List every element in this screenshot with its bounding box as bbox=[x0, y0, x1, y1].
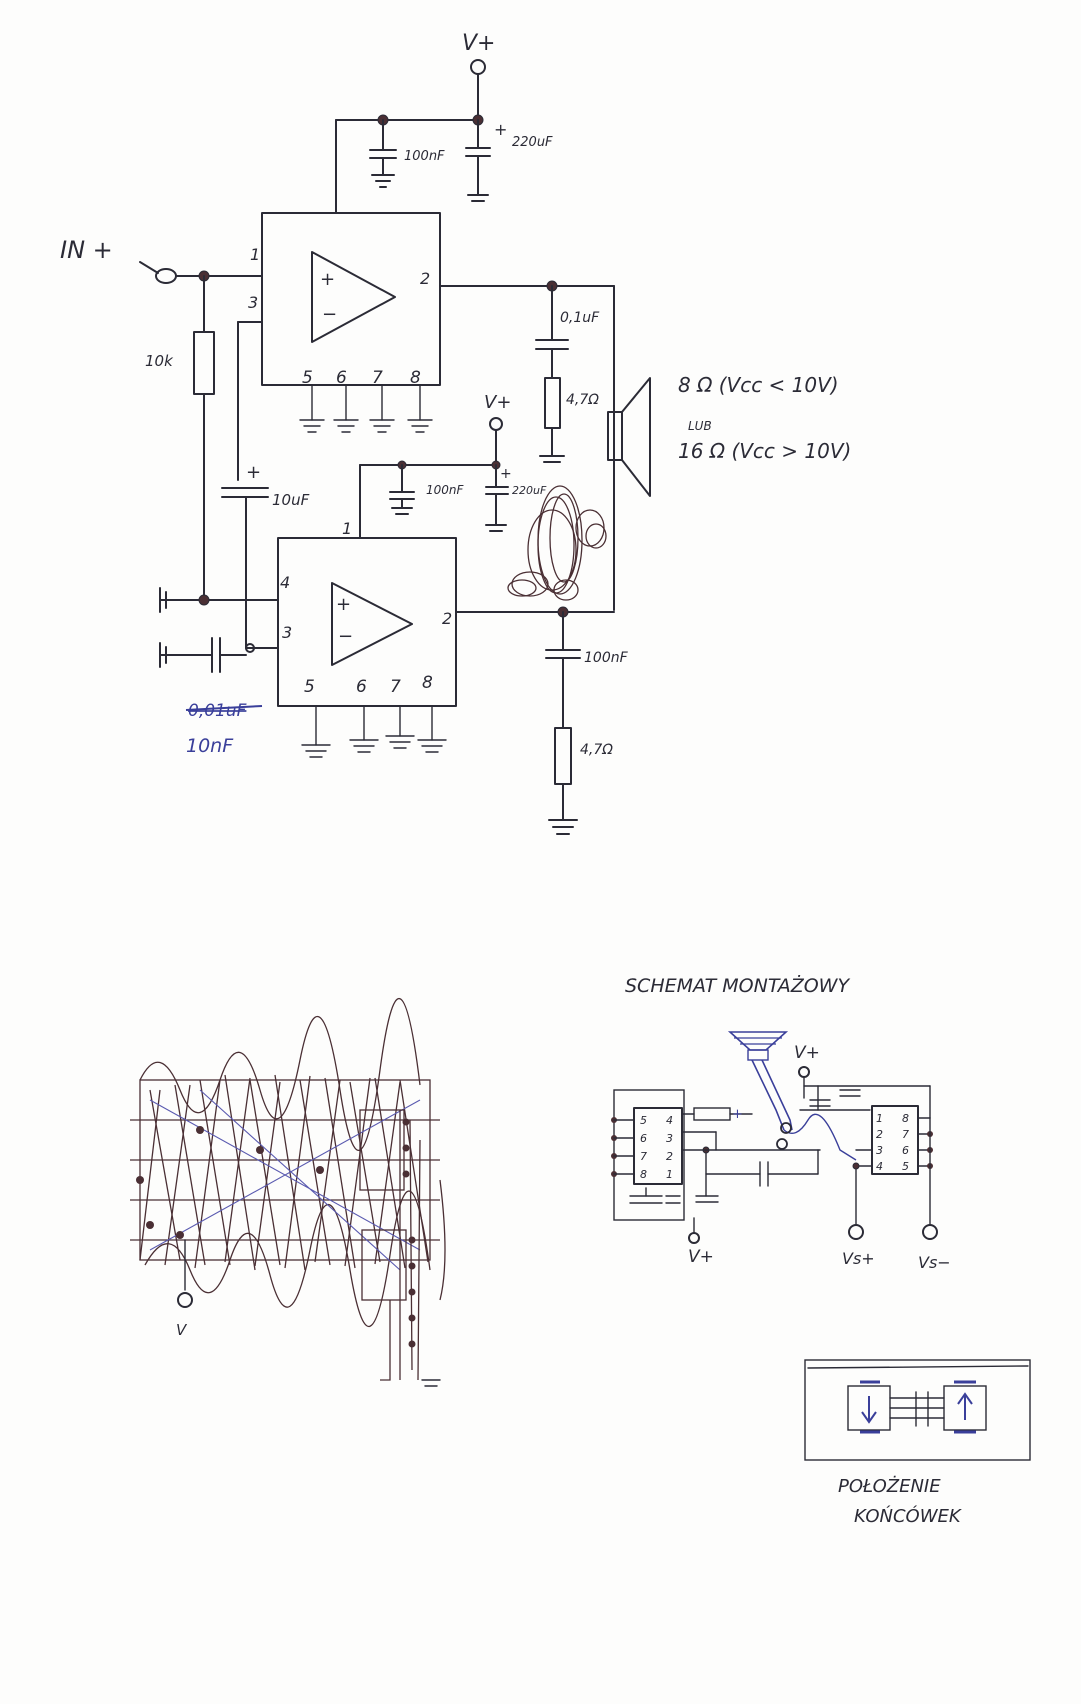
right-ic-pin-1: 1 bbox=[876, 1112, 883, 1125]
ic1-pin-5: 5 bbox=[302, 368, 313, 388]
assembly-vs-minus: Vs− bbox=[918, 1253, 951, 1272]
left-ic-pin-4: 4 bbox=[666, 1114, 673, 1127]
ic1-box bbox=[261, 212, 441, 386]
ic2-pin-6: 6 bbox=[356, 677, 367, 697]
svg-text:+: + bbox=[494, 120, 507, 139]
scribbled-out-component bbox=[507, 485, 607, 601]
res-in-label: 10k bbox=[145, 352, 174, 370]
r-out-top-label: 4,7Ω bbox=[566, 392, 599, 408]
right-ic-pin-7: 7 bbox=[902, 1128, 909, 1141]
svg-text:+: + bbox=[500, 466, 512, 482]
scribbled-out-layout: V bbox=[130, 998, 446, 1387]
arrow-up-icon bbox=[957, 1392, 973, 1420]
terminal-frame bbox=[804, 1359, 1031, 1461]
ic2-pin-5: 5 bbox=[304, 677, 315, 697]
terminal-label-2: KOŃCÓWEK bbox=[854, 1505, 962, 1527]
svg-text:+: + bbox=[732, 1107, 743, 1122]
right-ic-pin-5: 5 bbox=[902, 1160, 909, 1173]
svg-text:+: + bbox=[246, 462, 261, 483]
ic1-opamp-triangle bbox=[311, 251, 396, 343]
arrow-down-icon bbox=[861, 1396, 877, 1424]
scrap-v-label: V bbox=[176, 1321, 188, 1339]
vplus-top-terminal bbox=[470, 59, 486, 75]
ic2-pin-2: 2 bbox=[442, 609, 452, 628]
ic1-pin-7: 7 bbox=[372, 368, 383, 388]
svg-text:−: − bbox=[338, 626, 353, 647]
vplus-mid-label: V+ bbox=[484, 392, 511, 413]
c-fb-new-label: 10nF bbox=[186, 735, 234, 757]
c-out-top-label: 0,1uF bbox=[560, 310, 600, 326]
ic2-pin-8: 8 bbox=[422, 673, 433, 693]
ic2-pin-1: 1 bbox=[342, 519, 352, 538]
input-label: IN + bbox=[60, 236, 113, 264]
speaker-label-3: 16 Ω (Vcc > 10V) bbox=[678, 439, 851, 463]
vs-minus-terminal bbox=[922, 1224, 938, 1240]
ic2-pin-7: 7 bbox=[390, 677, 401, 697]
right-ic-pin-6: 6 bbox=[902, 1144, 909, 1157]
terminal-position-diagram: POŁOŻENIE KOŃCÓWEK bbox=[804, 1359, 1031, 1527]
c-mid-small-label: 100nF bbox=[426, 483, 465, 497]
assembly-vplus-bottom: V+ bbox=[688, 1247, 714, 1267]
speaker-cone bbox=[621, 377, 651, 497]
assembly-left-ic bbox=[633, 1107, 683, 1185]
left-ic-pin-5: 5 bbox=[640, 1114, 647, 1127]
input-terminal bbox=[155, 268, 177, 284]
ic1-pin-1: 1 bbox=[250, 245, 260, 264]
r-out-top-body bbox=[544, 377, 561, 429]
assembly-speaker-icon bbox=[727, 1031, 789, 1051]
right-ic-pin-2: 2 bbox=[876, 1128, 883, 1141]
ic1-pin-2: 2 bbox=[420, 269, 430, 288]
assembly-left-board bbox=[613, 1089, 685, 1221]
left-ic-pin-3: 3 bbox=[666, 1132, 673, 1145]
c-top-small-label: 100nF bbox=[404, 149, 445, 164]
c-coupling-label: 10uF bbox=[272, 491, 310, 509]
speaker-label-2: LUB bbox=[688, 419, 712, 433]
speaker-label-1: 8 Ω (Vcc < 10V) bbox=[678, 373, 839, 397]
ic1-pin-3: 3 bbox=[248, 293, 258, 312]
assembly-title: SCHEMAT MONTAŻOWY bbox=[625, 974, 850, 997]
ic2-pin-3: 3 bbox=[282, 623, 292, 642]
terminal-label-1: POŁOŻENIE bbox=[838, 1476, 941, 1497]
assembly-right-ic bbox=[871, 1105, 919, 1175]
svg-text:−: − bbox=[322, 304, 337, 325]
r-bottom-out-body bbox=[554, 727, 572, 785]
speaker-coil bbox=[607, 411, 623, 461]
ic2-opamp-triangle bbox=[331, 582, 413, 666]
left-ic-pin-7: 7 bbox=[640, 1150, 647, 1163]
left-ic-pin-2: 2 bbox=[666, 1150, 673, 1163]
left-ic-pin-6: 6 bbox=[640, 1132, 647, 1145]
svg-text:+: + bbox=[336, 594, 351, 615]
right-ic-pin-4: 4 bbox=[876, 1160, 883, 1173]
assembly-vs-plus: Vs+ bbox=[842, 1249, 875, 1268]
assembly-vplus-top: V+ bbox=[794, 1043, 820, 1063]
vplus-top-label: V+ bbox=[462, 31, 495, 56]
right-ic-pin-3: 3 bbox=[876, 1144, 883, 1157]
ic2-pin-4: 4 bbox=[280, 573, 290, 592]
c-bottom-out-label: 100nF bbox=[584, 650, 629, 666]
c-mid-big-label: 220uF bbox=[512, 484, 547, 497]
ic2-box bbox=[277, 537, 457, 707]
left-ic-pin-1: 1 bbox=[666, 1168, 673, 1181]
res-in-body bbox=[193, 331, 215, 395]
ic1-pin-6: 6 bbox=[336, 368, 347, 388]
r-bottom-out-label: 4,7Ω bbox=[580, 742, 613, 758]
right-ic-pin-8: 8 bbox=[902, 1112, 909, 1125]
assembly-diagram: SCHEMAT MONTAŻOWY 5 6 7 8 4 3 2 1 V+ bbox=[611, 974, 951, 1272]
svg-text:+: + bbox=[320, 269, 335, 290]
c-top-big-label: 220uF bbox=[512, 135, 553, 150]
c-fb-old-label: 0,01uF bbox=[188, 701, 247, 721]
ic1-pin-8: 8 bbox=[410, 368, 421, 388]
amplifier-schematic: V+ 100nF + 220uF + − 1 3 2 5 6 bbox=[60, 31, 851, 835]
left-ic-pin-8: 8 bbox=[640, 1168, 647, 1181]
vs-plus-terminal bbox=[848, 1224, 864, 1240]
